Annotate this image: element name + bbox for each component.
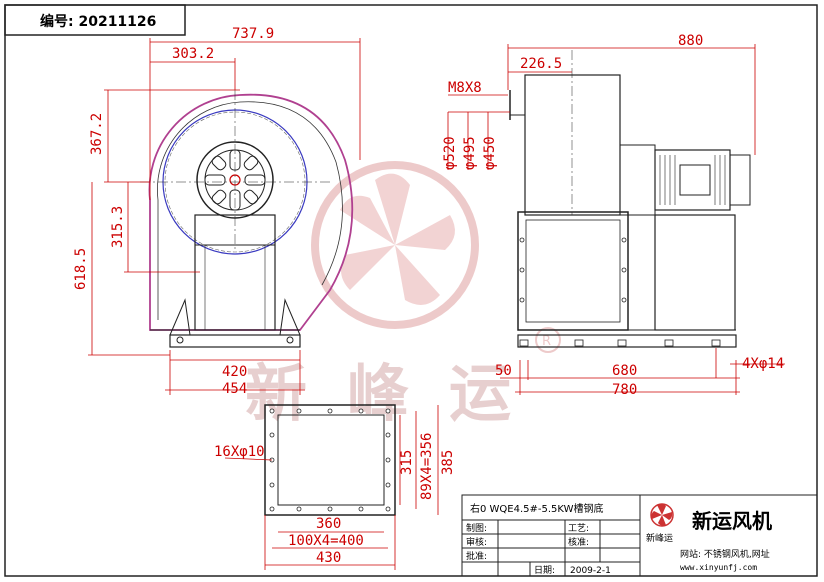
dim-d520: φ520 [442, 136, 458, 170]
dim-base-total: 780 [612, 382, 637, 398]
label-approve: 批准: [466, 550, 487, 562]
front-view [140, 90, 354, 348]
dim-flange-outer-w: 430 [316, 550, 341, 566]
dim-flange-pitch-h: 100X4=400 [288, 533, 364, 549]
flange-dimensions [224, 405, 439, 570]
model-name: 右0 WQE4.5#-5.5KW槽钢底 [470, 502, 604, 515]
dim-center-height: 618.5 [73, 248, 89, 290]
dim-d450: φ450 [482, 136, 498, 170]
label-drawn: 制图: [466, 522, 487, 534]
dim-outlet-height: 315.3 [110, 206, 126, 248]
dim-base-left: 50 [495, 363, 512, 379]
label-craft: 工艺: [568, 523, 589, 534]
drawing-number-box [4, 4, 186, 36]
side-view [509, 50, 751, 348]
dim-width-total: 737.9 [232, 26, 274, 42]
dim-base-inner: 420 [222, 364, 247, 380]
company-logo [650, 503, 674, 527]
label-date: 日期: [534, 565, 555, 576]
motor-stand [654, 214, 736, 331]
label-check: 核准: [568, 536, 589, 548]
logo-text: 新峰运 [646, 532, 673, 544]
watermark-text: 新峰运 [245, 357, 551, 430]
watermark-logo: R [311, 161, 561, 353]
dim-length-total: 880 [678, 33, 703, 49]
dim-flange-holes: 16Xφ10 [214, 444, 265, 460]
side-outlet-flange [517, 211, 629, 331]
company-name: 新运风机 [692, 509, 772, 533]
website-label: 网站: 不锈钢风机,网址 [680, 548, 770, 560]
side-base [517, 334, 737, 348]
side-dimensions [447, 44, 785, 395]
dim-flange-inner-w: 360 [316, 516, 341, 532]
dim-inlet-offset: 226.5 [520, 56, 562, 72]
dim-center-offset: 303.2 [172, 46, 214, 62]
motor-body [654, 149, 731, 211]
fan-casing [148, 93, 354, 331]
drawing-number: 编号: 20211126 [40, 13, 156, 30]
flange-inner [277, 414, 385, 506]
date-value: 2009-2-1 [570, 566, 611, 576]
title-block [461, 494, 818, 577]
sheet-border [4, 4, 818, 577]
dim-flange-outer-h: 385 [440, 450, 456, 475]
side-casing [524, 74, 621, 216]
dim-base-outer: 454 [222, 381, 247, 397]
dim-holes: 4Xφ14 [742, 356, 784, 372]
svg-text:R: R [542, 334, 551, 349]
dim-flange-inner-h: 315 [399, 450, 415, 475]
front-dimensions [88, 38, 361, 395]
motor-support [194, 214, 276, 331]
dim-flange-pitch-v: 89X4=356 [419, 433, 435, 500]
dim-base-mid: 680 [612, 363, 637, 379]
dim-d495: φ495 [462, 136, 478, 170]
dim-height-upper: 367.2 [89, 113, 105, 155]
label-review: 审核: [466, 536, 487, 548]
website-url: www.xinyunfj.com [680, 563, 757, 572]
flange-view [264, 404, 396, 516]
dim-bolt: M8X8 [448, 80, 482, 96]
front-base [169, 334, 301, 348]
